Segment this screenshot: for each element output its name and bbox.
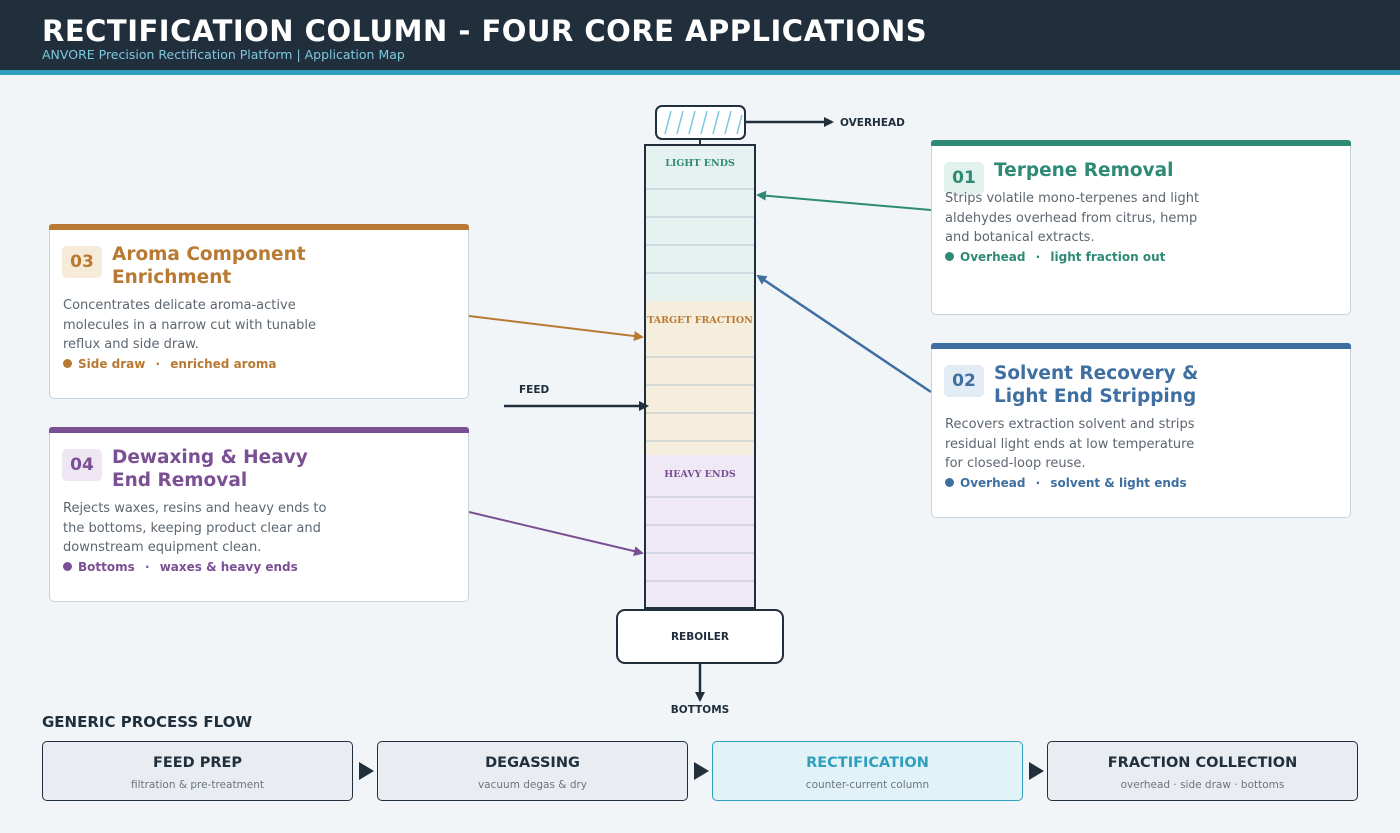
card-aroma-enrichment: 03 Aroma Component Enrichment Concentrat…: [49, 224, 469, 399]
tag-dot-icon: [945, 252, 954, 261]
card-accent-bar: [49, 427, 469, 433]
tag-separator: ·: [144, 560, 150, 574]
tag-location: Bottoms: [78, 560, 135, 574]
connector-terpene: [756, 190, 932, 211]
flow-step-sub: vacuum degas & dry: [477, 779, 588, 791]
card-dewaxing: 04 Dewaxing & Heavy End Removal Rejects …: [49, 427, 469, 602]
zone-light-ends: [645, 145, 755, 301]
feed-label: FEED: [519, 384, 550, 396]
tag-dot-icon: [63, 562, 72, 571]
tag-dot-icon: [945, 478, 954, 487]
card-accent-bar: [931, 343, 1351, 349]
flow-step-feed-prep: FEED PREP filtration & pre-treatment: [42, 741, 353, 801]
card-solvent-recovery: 02 Solvent Recovery & Light End Strippin…: [931, 343, 1351, 518]
flow-step-degassing: DEGASSING vacuum degas & dry: [377, 741, 688, 801]
tag-detail: enriched aroma: [170, 357, 277, 371]
tag-location: Overhead: [960, 476, 1026, 490]
page-title: RECTIFICATION COLUMN - FOUR CORE APPLICA…: [42, 14, 928, 48]
tag-detail: waxes & heavy ends: [159, 560, 298, 574]
connector-solvent: [756, 274, 932, 394]
flow-step-sub: counter-current column: [805, 779, 930, 791]
flow-arrow-icon: [359, 762, 374, 780]
card-description: Concentrates delicate aroma-active molec…: [63, 298, 317, 352]
card-description: Strips volatile mono-terpenes and light …: [945, 191, 1200, 245]
card-title: Aroma Component Enrichment: [112, 244, 306, 288]
process-flow-title: GENERIC PROCESS FLOW: [42, 713, 252, 731]
reboiler-label: REBOILER: [671, 631, 729, 643]
card-title: Dewaxing & Heavy End Removal: [112, 447, 308, 491]
zone-label-target: TARGET FRACTION: [647, 315, 753, 326]
card-accent-bar: [49, 224, 469, 230]
flow-step-label: DEGASSING: [485, 755, 580, 771]
card-number: 04: [62, 449, 102, 481]
card-terpene-removal: 01 Terpene Removal Strips volatile mono-…: [931, 140, 1351, 315]
flow-step-fraction-collection: FRACTION COLLECTION overhead · side draw…: [1047, 741, 1358, 801]
card-tag: Overhead · solvent & light ends: [945, 476, 1187, 490]
card-tag: Overhead · light fraction out: [945, 250, 1165, 264]
zone-label-heavy: HEAVY ENDS: [664, 469, 736, 480]
overhead-label: OVERHEAD: [840, 117, 905, 129]
card-description: Rejects waxes, resins and heavy ends to …: [63, 501, 327, 555]
card-tag: Bottoms · waxes & heavy ends: [63, 560, 298, 574]
tag-detail: solvent & light ends: [1050, 476, 1187, 490]
tag-dot-icon: [63, 359, 72, 368]
condenser-icon: [655, 105, 746, 140]
connector-aroma: [468, 315, 644, 341]
card-title: Terpene Removal: [994, 160, 1174, 181]
tag-separator: ·: [1035, 250, 1041, 264]
flow-arrow-icon: [1029, 762, 1044, 780]
tag-location: Side draw: [78, 357, 146, 371]
zone-target-fraction: [645, 301, 755, 455]
tag-detail: light fraction out: [1050, 250, 1166, 264]
zone-label-light: LIGHT ENDS: [665, 158, 735, 169]
card-title: Solvent Recovery & Light End Stripping: [994, 363, 1199, 407]
header-accent-line: [0, 70, 1400, 75]
page-subtitle: ANVORE Precision Rectification Platform …: [42, 47, 405, 62]
tag-separator: ·: [1035, 476, 1041, 490]
flow-step-label: RECTIFICATION: [806, 755, 929, 771]
zone-heavy-ends: [645, 455, 755, 608]
card-number: 01: [944, 162, 984, 194]
flow-step-label: FRACTION COLLECTION: [1107, 755, 1298, 771]
header-bar: [0, 0, 1400, 70]
card-description: Recovers extraction solvent and strips r…: [945, 417, 1195, 471]
column-shell: [644, 144, 756, 609]
flow-arrow-icon: [694, 762, 709, 780]
flow-step-rectification: RECTIFICATION counter-current column: [712, 741, 1023, 801]
card-number: 02: [944, 365, 984, 397]
connector-dewaxing: [468, 511, 644, 557]
card-accent-bar: [931, 140, 1351, 146]
flow-step-sub: overhead · side draw · bottoms: [1120, 779, 1285, 791]
tag-separator: ·: [155, 357, 161, 371]
card-number: 03: [62, 246, 102, 278]
flow-step-label: FEED PREP: [152, 755, 243, 771]
tag-location: Overhead: [960, 250, 1026, 264]
bottoms-label: BOTTOMS: [671, 704, 729, 716]
flow-step-sub: filtration & pre-treatment: [130, 779, 265, 791]
card-tag: Side draw · enriched aroma: [63, 357, 276, 371]
